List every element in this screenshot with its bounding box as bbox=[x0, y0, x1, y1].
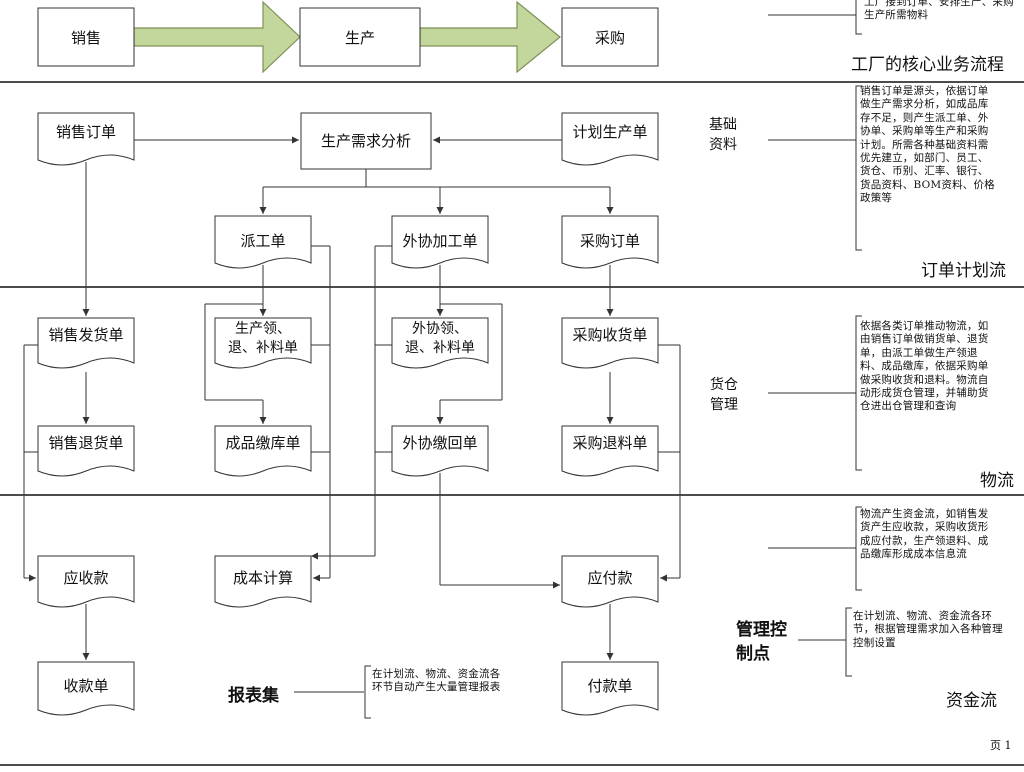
sales-return-doc bbox=[37, 425, 135, 477]
purchase-order-doc bbox=[561, 215, 659, 269]
demand-analysis-box bbox=[300, 112, 432, 170]
note-bracket bbox=[855, 85, 862, 251]
sales-label: 销售 bbox=[71, 29, 101, 47]
plan-production-order-label: 计划生产单 bbox=[572, 123, 647, 141]
finance-flow-note: 物流产生资金流，如销售发货产生应收款，采购收货形成应付款，生产领退料、成品缴库形… bbox=[860, 508, 989, 561]
top-flow-note: 工厂接到订单、安排生产、采购生产所需物料 bbox=[864, 0, 1014, 22]
payment-doc bbox=[561, 661, 659, 716]
sales-box bbox=[37, 7, 135, 67]
outsource-return-label: 外协缴回单 bbox=[402, 434, 477, 452]
receivable-doc bbox=[37, 555, 135, 608]
production-box bbox=[299, 7, 421, 67]
dispatch-order-doc bbox=[214, 215, 312, 269]
outsource-material-label-1: 外协领、 bbox=[412, 321, 468, 337]
outsource-order-doc bbox=[391, 215, 489, 269]
sales-delivery-label: 销售发货单 bbox=[48, 326, 123, 344]
outsource-material-label-2: 退、补料单 bbox=[405, 340, 475, 356]
finished-stock-in-doc bbox=[214, 425, 312, 477]
purchase-receipt-label: 采购收货单 bbox=[572, 326, 647, 344]
finished-stock-in-label: 成品缴库单 bbox=[225, 434, 300, 452]
core-process-title: 工厂的核心业务流程 bbox=[851, 55, 1004, 75]
note-bracket bbox=[845, 607, 852, 677]
purchase-return-label: 采购退料单 bbox=[572, 434, 647, 452]
receipt-label: 收款单 bbox=[63, 677, 108, 695]
control-note: 在计划流、物流、资金流各环节，根据管理需求加入各种管理控制设置 bbox=[853, 610, 1003, 649]
production-label: 生产 bbox=[345, 29, 375, 47]
page-number: 页 1 bbox=[990, 739, 1012, 752]
note-bracket bbox=[855, 315, 862, 471]
outsource-order-label: 外协加工单 bbox=[402, 232, 477, 250]
logistics-note: 依据各类订单推动物流，如由销售订单做销货单、退货单，由派工单做生产领退料、成品缴… bbox=[860, 320, 989, 413]
base-info-label: 基础资料 bbox=[709, 117, 737, 153]
note-bracket bbox=[364, 665, 371, 719]
production-material-label-1: 生产领、 bbox=[235, 321, 291, 337]
production-material-doc bbox=[214, 317, 312, 369]
receivable-label: 应收款 bbox=[63, 569, 108, 587]
payable-doc bbox=[561, 555, 659, 608]
purchase-return-doc bbox=[561, 425, 659, 477]
purchase-box bbox=[561, 7, 659, 67]
sales-order-doc bbox=[37, 112, 135, 166]
note-bracket bbox=[855, 506, 862, 591]
receipt-doc bbox=[37, 661, 135, 716]
flow-arrow-sales-to-production bbox=[133, 0, 301, 74]
report-note: 在计划流、物流、资金流各环节自动产生大量管理报表 bbox=[372, 668, 501, 694]
outsource-return-doc bbox=[391, 425, 489, 477]
purchase-receipt-doc bbox=[561, 317, 659, 369]
dispatch-order-label: 派工单 bbox=[240, 232, 285, 250]
sales-return-label: 销售退货单 bbox=[48, 434, 123, 452]
plan-note: 销售订单是源头，依据订单做生产需求分析，如成品库存不足，则产生派工单、外协单、采… bbox=[860, 85, 995, 205]
order-plan-flow-title: 订单计划流 bbox=[921, 261, 1006, 281]
payment-label: 付款单 bbox=[587, 677, 632, 695]
fund-flow-title: 资金流 bbox=[946, 691, 997, 711]
sales-delivery-doc bbox=[37, 317, 135, 369]
purchase-order-label: 采购订单 bbox=[580, 232, 640, 250]
production-material-label-2: 退、补料单 bbox=[228, 340, 298, 356]
purchase-label: 采购 bbox=[595, 29, 625, 47]
flow-arrow-production-to-purchase bbox=[419, 0, 561, 74]
note-bracket bbox=[855, 0, 862, 35]
demand-analysis-label: 生产需求分析 bbox=[321, 132, 411, 150]
warehouse-label: 货仓管理 bbox=[710, 377, 738, 413]
cost-calc-label: 成本计算 bbox=[233, 569, 293, 587]
cost-calc-doc bbox=[214, 555, 312, 608]
outsource-material-doc bbox=[391, 317, 489, 369]
payable-label: 应付款 bbox=[587, 569, 632, 587]
report-set-label: 报表集 bbox=[228, 686, 279, 706]
plan-production-order-doc bbox=[561, 112, 659, 166]
sales-order-label: 销售订单 bbox=[56, 123, 116, 141]
logistics-title: 物流 bbox=[980, 471, 1014, 491]
control-point-label: 管理控制点 bbox=[736, 620, 787, 664]
